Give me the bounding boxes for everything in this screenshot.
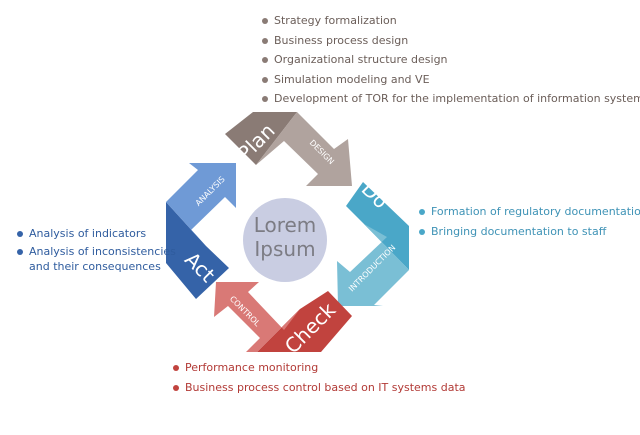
bullet-icon: [17, 231, 23, 237]
bullet-icon: [262, 57, 268, 63]
list-item: Development of TOR for the implementatio…: [262, 89, 640, 109]
list-item: Business process design: [262, 31, 640, 51]
do-activities-list: Formation of regulatory documentation Br…: [419, 202, 640, 241]
list-item: Simulation modeling and VE: [262, 70, 640, 90]
center-line-2: Ipsum: [254, 237, 315, 261]
center-circle: [243, 198, 327, 282]
list-item: Performance monitoring: [173, 358, 466, 378]
check-segment: [257, 291, 352, 352]
design-arrow: [256, 112, 352, 186]
bullet-icon: [262, 76, 268, 83]
plan-segment: [225, 112, 297, 165]
bullet-icon: [262, 96, 268, 102]
introduction-arrow: [337, 224, 409, 306]
list-item: Analysis of inconsistencies and their co…: [17, 244, 179, 275]
list-item: Strategy formalization: [262, 11, 640, 31]
list-item: Business process control based on IT sys…: [173, 378, 466, 398]
bullet-icon: [173, 384, 179, 391]
control-arrow: [214, 282, 300, 352]
bullet-icon: [173, 365, 179, 371]
list-item: Bringing documentation to staff: [419, 222, 640, 242]
plan-activities-list: Strategy formalization Business process …: [262, 11, 640, 109]
do-segment: [346, 182, 409, 270]
bullet-icon: [17, 248, 23, 255]
act-segment: [166, 202, 229, 299]
list-item: Organizational structure design: [262, 50, 640, 70]
center-line-1: Lorem: [254, 213, 317, 237]
list-item: Formation of regulatory documentation: [419, 202, 640, 222]
bullet-icon: [419, 228, 425, 235]
act-activities-list: Analysis of indicators Analysis of incon…: [17, 226, 179, 277]
check-activities-list: Performance monitoring Business process …: [173, 358, 466, 397]
analysis-arrow: [166, 163, 236, 246]
list-item: Analysis of indicators: [17, 226, 179, 242]
bullet-icon: [262, 18, 268, 24]
bullet-icon: [419, 209, 425, 215]
bullet-icon: [262, 37, 268, 44]
